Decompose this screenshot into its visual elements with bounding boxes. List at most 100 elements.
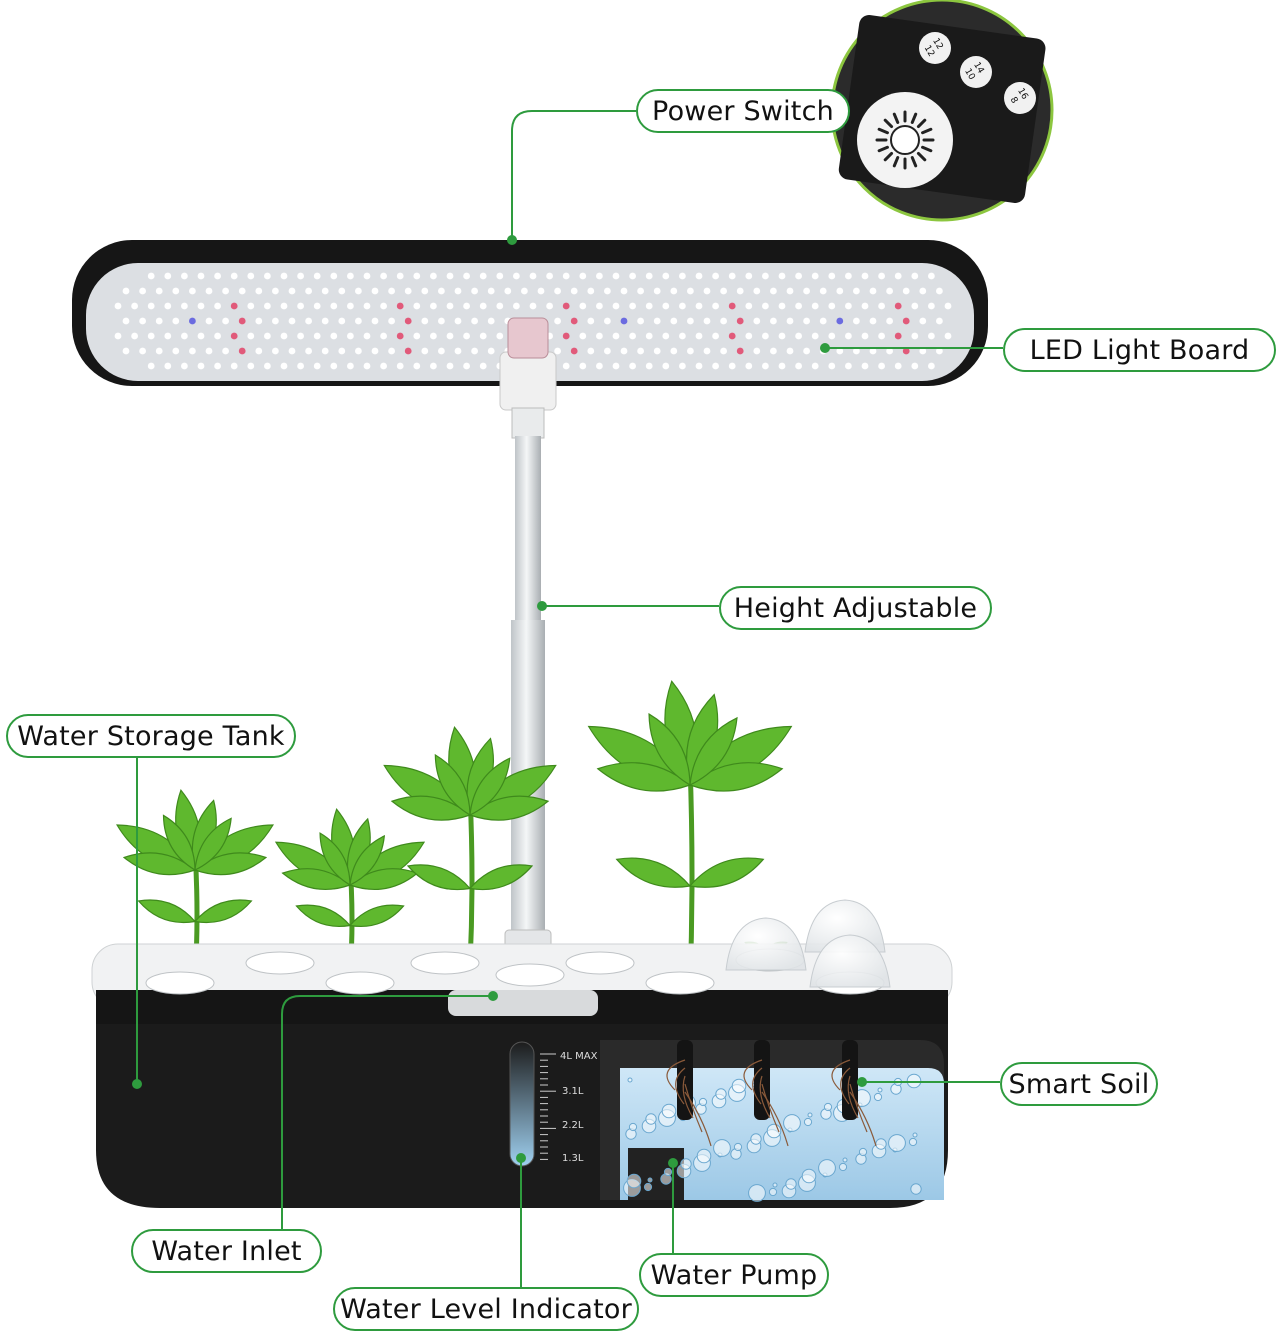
led-dot	[919, 287, 927, 295]
seedling	[587, 680, 793, 986]
led-dot	[238, 317, 246, 325]
led-dot	[189, 347, 196, 355]
led-dot	[355, 347, 362, 355]
led-dot	[396, 302, 404, 310]
led-dot	[570, 317, 578, 325]
led-dot	[928, 272, 935, 280]
root	[666, 1059, 686, 1091]
humidity-dome	[725, 917, 807, 971]
led-dot	[570, 287, 578, 295]
led-dot	[936, 347, 943, 355]
led-dot	[338, 287, 346, 295]
led-dot	[205, 317, 213, 325]
bubble	[680, 1158, 692, 1170]
timer-button-1[interactable]: 12 12	[919, 32, 951, 64]
led-dot	[878, 302, 885, 310]
timer-button-2[interactable]: 14 10	[960, 56, 992, 88]
leaf	[193, 852, 268, 876]
led-dot	[487, 317, 495, 325]
led-dot	[928, 362, 935, 370]
led-dot	[596, 332, 603, 340]
led-dot	[313, 272, 321, 280]
led-dot	[795, 272, 802, 280]
led-dot	[728, 272, 736, 280]
led-dot	[803, 317, 810, 325]
led-dot	[413, 272, 421, 280]
led-dot	[629, 302, 636, 310]
led-dot	[172, 317, 180, 325]
timer-button-3[interactable]: 16 8	[1004, 82, 1036, 114]
bubble	[772, 1182, 778, 1188]
led-dot	[828, 362, 836, 370]
scale-mark-3-1l: 3.1L	[562, 1086, 584, 1097]
led-dot	[114, 332, 122, 340]
led-dot	[762, 272, 769, 280]
leaf	[349, 834, 386, 887]
root	[831, 1059, 851, 1091]
led-dot	[471, 317, 478, 325]
led-dot	[778, 272, 786, 280]
led-dot	[205, 287, 213, 295]
led-dot	[894, 272, 902, 280]
seedling	[274, 808, 426, 976]
root	[759, 1075, 771, 1119]
water-level-gauge: 4L MAX 3.1L 2.2L 1.3L	[509, 1041, 598, 1167]
led-dot	[147, 332, 155, 340]
root	[752, 1067, 763, 1105]
led-dot	[297, 302, 304, 310]
leaf	[468, 864, 534, 891]
led-dot	[720, 287, 727, 295]
leaf	[390, 795, 472, 821]
led-dot	[637, 317, 644, 325]
led-dot	[919, 347, 927, 355]
height-adjustable-pole	[499, 317, 557, 953]
led-dot	[736, 287, 744, 295]
led-dot	[762, 362, 769, 370]
led-dot	[147, 362, 155, 370]
bubble	[645, 1113, 657, 1125]
led-dot	[155, 317, 163, 325]
led-dot	[596, 302, 603, 310]
power-button-icon[interactable]	[857, 92, 953, 188]
led-dot	[653, 317, 661, 325]
root	[840, 1067, 851, 1105]
callout-water-level-indicator: Water Level Indicator	[333, 1287, 639, 1331]
led-dot	[305, 347, 312, 355]
led-dot	[853, 347, 860, 355]
led-dot	[114, 302, 122, 310]
led-dot	[288, 317, 296, 325]
led-dot	[330, 272, 338, 280]
led-dot	[454, 347, 462, 355]
led-dot	[396, 332, 404, 340]
led-dot	[214, 302, 222, 310]
led-dot	[363, 362, 371, 370]
led-dot	[811, 362, 819, 370]
led-dot	[463, 302, 470, 310]
root	[743, 1059, 763, 1091]
led-dot	[579, 362, 587, 370]
led-dot	[629, 362, 636, 370]
led-dot	[504, 287, 512, 295]
soil-pod	[842, 1040, 858, 1120]
led-dot	[288, 347, 296, 355]
led-dot	[845, 272, 852, 280]
callout-water-inlet: Water Inlet	[131, 1229, 322, 1273]
pod-hole	[325, 971, 395, 995]
led-dot	[272, 287, 279, 295]
led-dot	[811, 302, 819, 310]
bubble	[715, 1088, 727, 1100]
led-dot	[421, 347, 429, 355]
led-dot	[181, 332, 188, 340]
led-dot	[222, 347, 230, 355]
led-dot	[122, 347, 130, 355]
led-dot	[728, 302, 736, 310]
led-dot	[313, 362, 321, 370]
led-dot	[205, 347, 213, 355]
led-dot	[629, 272, 636, 280]
led-dot	[313, 302, 321, 310]
led-dot	[570, 347, 578, 355]
humidity-dome	[809, 934, 891, 988]
callout-leaders	[136, 110, 1003, 1287]
root	[675, 1067, 686, 1105]
pod-hole	[145, 971, 215, 995]
